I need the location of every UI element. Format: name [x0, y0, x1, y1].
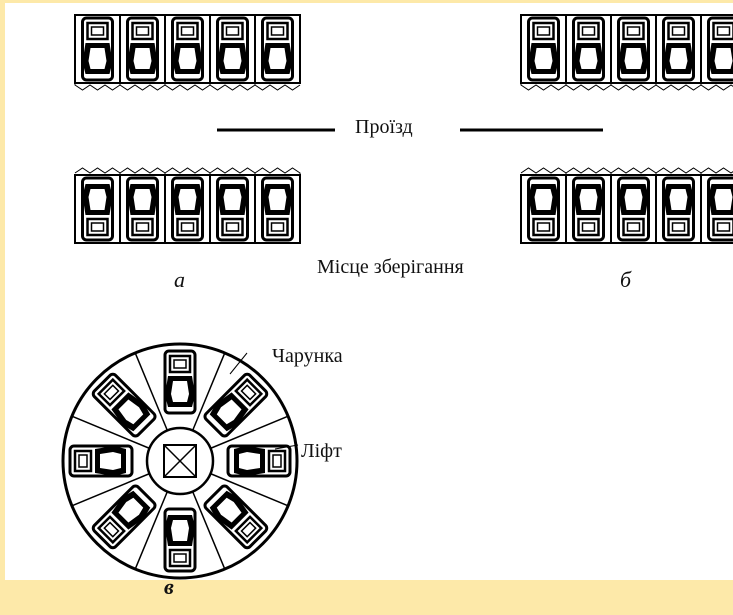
carousel-divider — [191, 491, 226, 570]
lift-leader-line — [274, 444, 299, 450]
carousel-car — [91, 372, 157, 438]
carousel-divider — [71, 415, 150, 450]
lift-icon — [163, 444, 197, 478]
parking-space — [700, 14, 733, 91]
diagram-canvas: Проїзд Місце зберігання а б Чарунка Ліфт — [0, 0, 733, 580]
carousel-car — [163, 349, 197, 415]
panel-a-label: а — [174, 267, 185, 292]
parking-row-a-bottom — [74, 167, 301, 244]
parking-space — [655, 167, 702, 244]
carousel-car — [91, 484, 157, 550]
carousel-car — [163, 507, 197, 573]
carousel-car — [226, 444, 292, 478]
carousel-divider — [134, 352, 169, 431]
parking-space — [610, 167, 657, 244]
parking-layout-drawing — [61, 14, 733, 580]
storage-place-label: Місце зберігання — [317, 256, 464, 278]
parking-space — [164, 167, 211, 244]
carousel-divider — [134, 491, 169, 570]
parking-space — [610, 14, 657, 91]
lift-label: Ліфт — [301, 440, 342, 462]
carousel-divider — [210, 472, 289, 507]
carousel-divider — [210, 415, 289, 450]
parking-space — [209, 167, 256, 244]
parking-space — [74, 167, 121, 244]
parking-space — [164, 14, 211, 91]
parking-space — [254, 167, 301, 244]
parking-space — [119, 14, 166, 91]
parking-space — [565, 167, 612, 244]
parking-space — [209, 14, 256, 91]
panel-b-label: б — [620, 267, 632, 292]
carousel-spokes — [71, 352, 289, 570]
parking-space — [520, 14, 567, 91]
caption-strip: в — [0, 574, 733, 615]
carousel-car — [203, 372, 269, 438]
parking-space — [74, 14, 121, 91]
carousel-divider — [71, 472, 150, 507]
carousel-car — [68, 444, 134, 478]
parking-space — [119, 167, 166, 244]
cell-leader-line — [229, 352, 248, 375]
passage-label: Проїзд — [355, 116, 413, 138]
cell-label: Чарунка — [272, 345, 343, 367]
carousel-cars — [68, 349, 292, 573]
parking-space — [565, 14, 612, 91]
parking-row-a-top — [74, 14, 301, 91]
parking-space — [655, 14, 702, 91]
parking-space — [520, 167, 567, 244]
parking-row-b-top — [520, 14, 733, 91]
carousel-car — [203, 484, 269, 550]
parking-row-b-bottom — [520, 167, 733, 244]
panel-c-label: в — [164, 574, 174, 599]
parking-space — [254, 14, 301, 91]
parking-space — [700, 167, 733, 244]
round-parking-carousel — [61, 342, 299, 580]
carousel-divider — [191, 352, 226, 431]
